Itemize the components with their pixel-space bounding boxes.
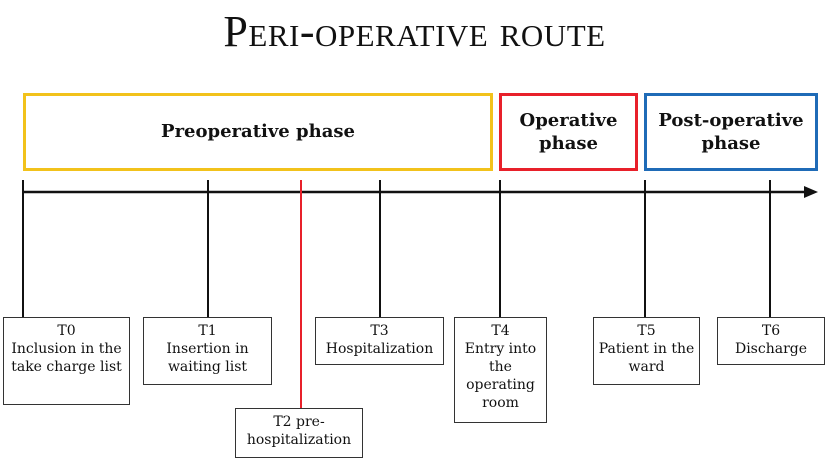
timepoint-text: Insertion in waiting list <box>166 341 249 375</box>
timepoint-label: T3 <box>370 323 389 339</box>
operative-phase-label: Operative phase <box>519 109 618 154</box>
timepoint-box-t4: T4 Entry into the operating room <box>454 317 547 423</box>
timepoint-text: Inclusion in the take charge list <box>11 341 122 375</box>
timepoint-text: hospitalization <box>246 432 352 448</box>
preoperative-phase-box: Preoperative phase <box>23 93 493 171</box>
timepoint-box-t3: T3 Hospitalization <box>315 317 444 365</box>
timepoint-box-t0: T0 Inclusion in the take charge list <box>3 317 130 405</box>
timepoint-box-t2: T2 pre- hospitalization <box>235 408 363 458</box>
timepoint-text: Hospitalization <box>325 341 434 357</box>
timepoint-box-t5: T5 Patient in the ward <box>593 317 700 385</box>
post-operative-phase-box: Post-operative phase <box>644 93 818 171</box>
operative-phase-box: Operative phase <box>499 93 638 171</box>
timepoint-box-t6: T6 Discharge <box>717 317 825 365</box>
timepoint-label: T2 pre- <box>273 414 325 430</box>
preoperative-phase-label: Preoperative phase <box>161 121 355 143</box>
timepoint-label: T4 <box>491 323 510 339</box>
timepoint-label: T0 <box>57 323 76 339</box>
timepoint-text: Patient in the ward <box>598 341 695 375</box>
timepoint-text: Discharge <box>734 341 808 357</box>
timepoint-label: T5 <box>637 323 656 339</box>
diagram-title: Peri-operative route <box>223 7 606 56</box>
timeline-arrowhead <box>804 186 818 198</box>
timepoint-label: T1 <box>198 323 217 339</box>
timepoint-box-t1: T1 Insertion in waiting list <box>143 317 272 385</box>
post-operative-phase-label: Post-operative phase <box>658 109 804 154</box>
timepoint-text: Entry into the operating room <box>464 341 537 411</box>
timepoint-label: T6 <box>761 323 781 339</box>
